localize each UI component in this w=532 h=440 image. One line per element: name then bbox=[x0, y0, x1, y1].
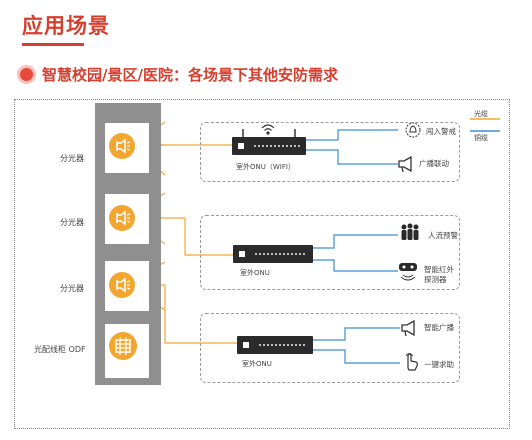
onu-device bbox=[237, 336, 313, 354]
diagram-frame bbox=[14, 99, 510, 429]
title-underline bbox=[22, 43, 84, 46]
device-label: 智能广播 bbox=[424, 323, 454, 332]
splitter-icon bbox=[109, 205, 135, 231]
bullet-dot-icon bbox=[20, 68, 33, 81]
scene-group bbox=[200, 215, 460, 290]
splitter-label: 分光器 bbox=[60, 154, 84, 163]
splitter-icon bbox=[109, 272, 135, 298]
onu-label: 室外ONU bbox=[242, 360, 272, 368]
legend-fiber-label: 光缆 bbox=[474, 110, 488, 118]
odf-icon bbox=[109, 332, 137, 360]
device-label: 智能红外 探测器 bbox=[424, 265, 454, 284]
alarm-bell-icon bbox=[405, 122, 421, 138]
loudspeaker-icon bbox=[401, 319, 415, 337]
splitter-label: 分光器 bbox=[60, 218, 84, 227]
page-title: 应用场景 bbox=[22, 14, 110, 38]
subtitle-text: 智慧校园/景区/医院：各场景下其他安防需求 bbox=[42, 66, 338, 84]
legend-copper-label: 铜缆 bbox=[474, 134, 488, 142]
device-label: 一键求助 bbox=[424, 360, 454, 369]
hand-press-icon bbox=[405, 353, 418, 371]
onu-device bbox=[232, 137, 306, 155]
splitter-label: 分光器 bbox=[60, 284, 84, 293]
scene-group bbox=[200, 313, 460, 383]
onu-label: 室外ONU bbox=[240, 269, 270, 277]
scene-group bbox=[200, 122, 460, 182]
onu-label: 室外ONU（WIFI） bbox=[236, 163, 295, 171]
device-label: 闯入警戒 bbox=[426, 127, 456, 136]
device-label: 人流预警 bbox=[428, 231, 458, 240]
splitter-icon bbox=[109, 133, 135, 159]
loudspeaker-icon bbox=[398, 155, 412, 173]
onu-device bbox=[233, 245, 313, 263]
wifi-icon bbox=[261, 124, 275, 135]
odf-label: 光配线柜 ODF bbox=[34, 345, 86, 354]
device-label: 广播联动 bbox=[419, 159, 449, 168]
crowd-icon bbox=[401, 223, 419, 240]
section-subtitle: 智慧校园/景区/医院：各场景下其他安防需求 bbox=[20, 64, 338, 85]
infrared-sensor-icon bbox=[399, 263, 417, 281]
